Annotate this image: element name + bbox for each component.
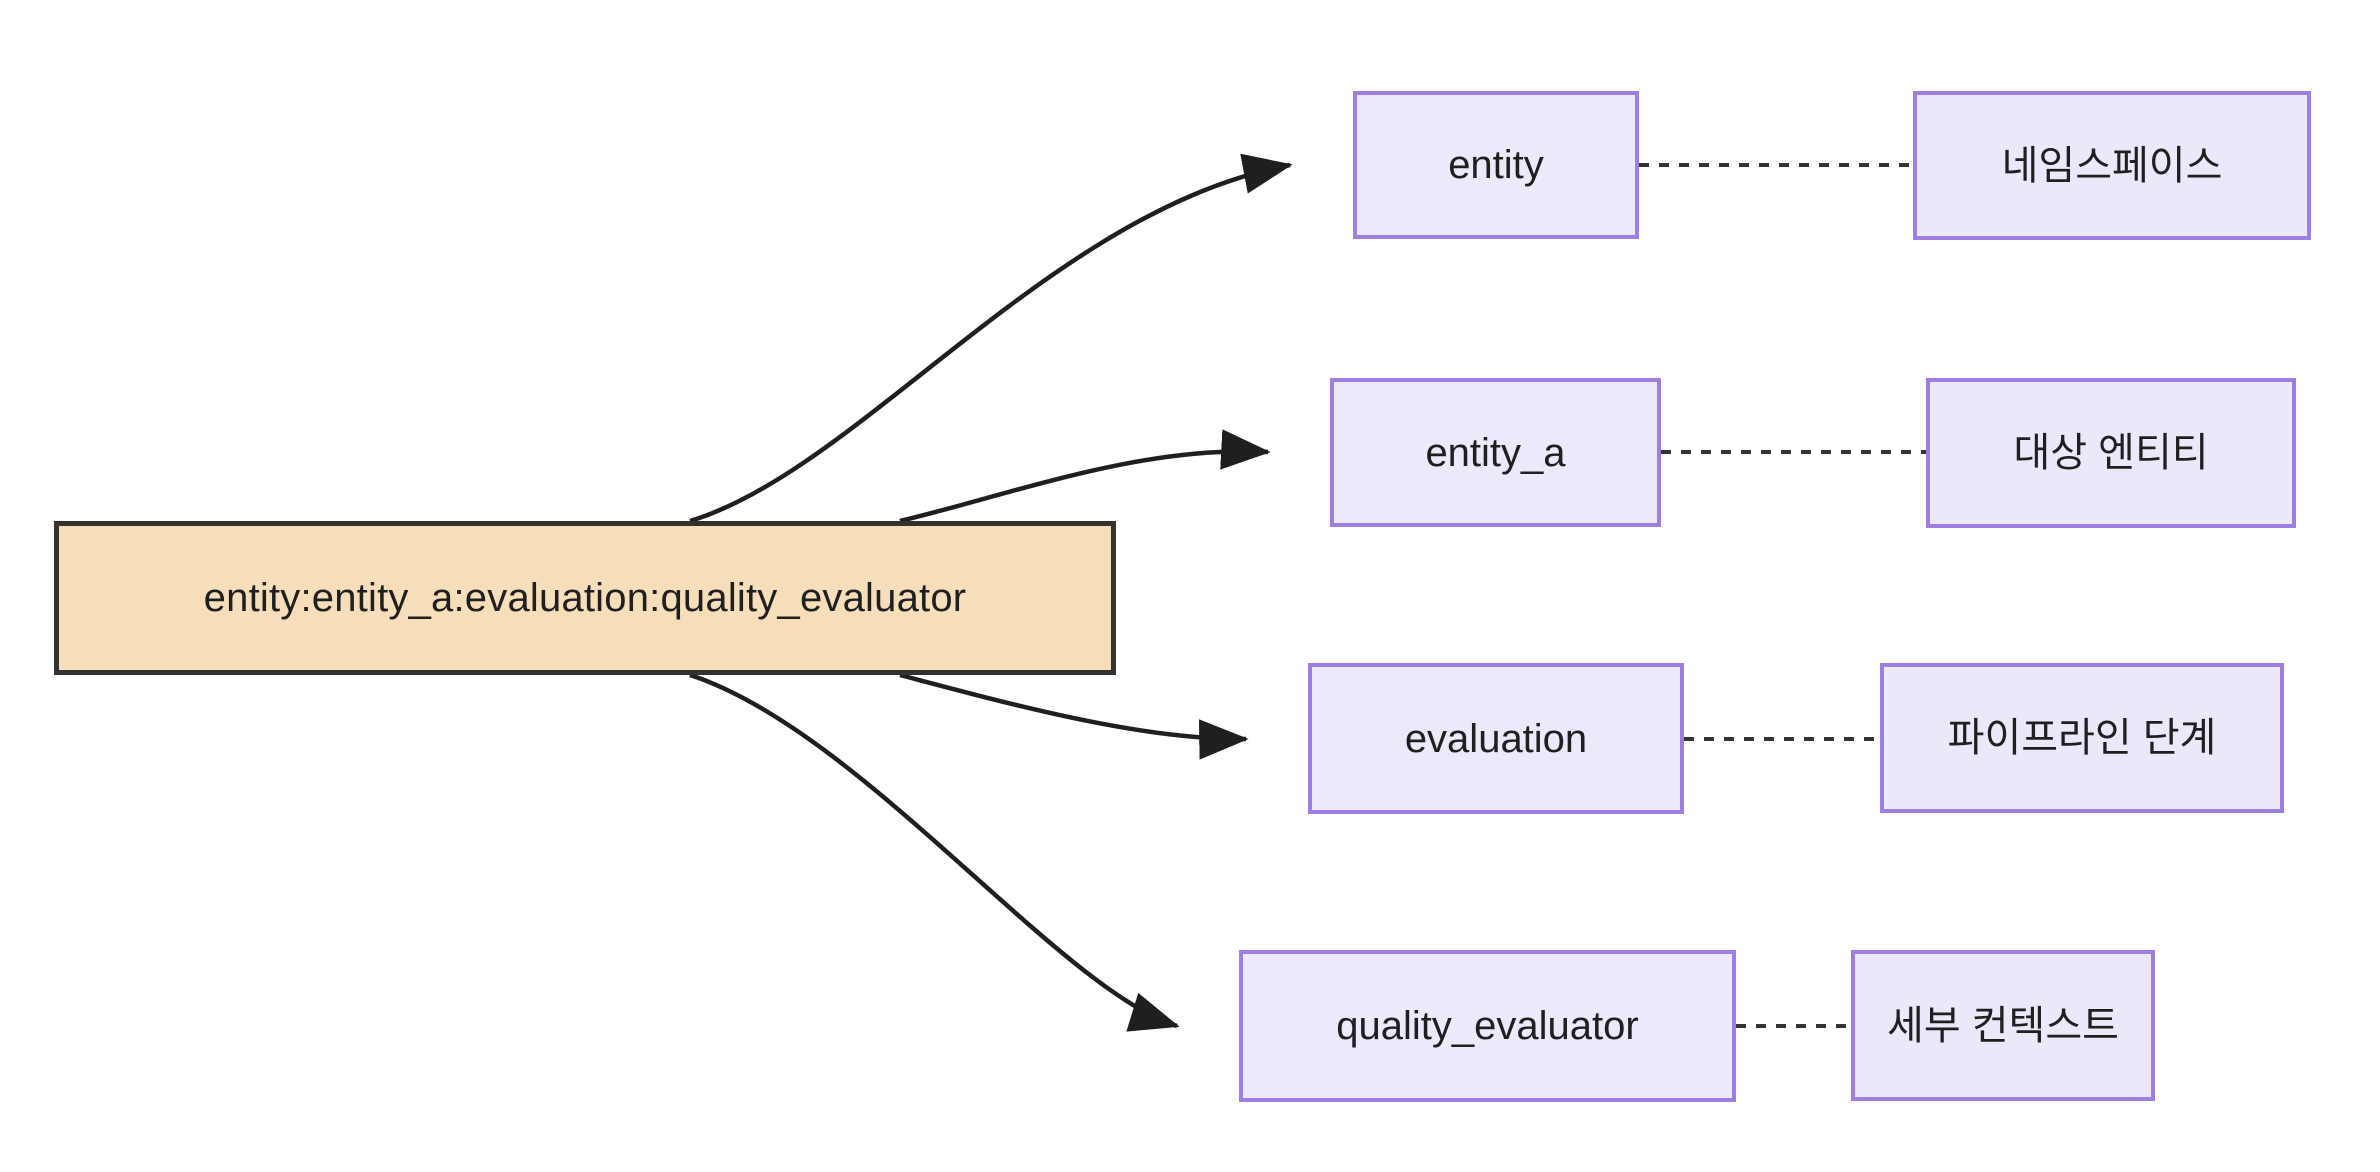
node-entity-description-label: 네임스페이스: [2001, 143, 2223, 188]
node-root-label: entity:entity_a:evaluation:quality_evalu…: [203, 576, 967, 620]
node-entity-a-description[interactable]: 대상 엔티티: [1926, 378, 2296, 528]
node-root-identifier[interactable]: entity:entity_a:evaluation:quality_evalu…: [54, 521, 1116, 675]
node-entity-a[interactable]: entity_a: [1330, 378, 1661, 527]
node-entity-description[interactable]: 네임스페이스: [1913, 91, 2311, 240]
node-quality-evaluator-label: quality_evaluator: [1336, 1004, 1639, 1048]
node-quality-evaluator[interactable]: quality_evaluator: [1239, 950, 1736, 1102]
node-evaluation-label: evaluation: [1404, 716, 1588, 761]
node-evaluation-description-label: 파이프라인 단계: [1947, 716, 2217, 760]
node-evaluation[interactable]: evaluation: [1308, 663, 1684, 814]
node-quality-evaluator-description[interactable]: 세부 컨텍스트: [1851, 950, 2155, 1101]
node-quality-evaluator-description-label: 세부 컨텍스트: [1887, 1003, 2119, 1048]
edge-root-to-evaluation: [899, 672, 1249, 760]
edge-root-to-entity-a: [899, 429, 1271, 524]
edge-root-to-quality-evaluator: [689, 672, 1180, 1032]
node-entity-a-label: entity_a: [1425, 430, 1566, 475]
node-entity[interactable]: entity: [1353, 91, 1639, 239]
node-evaluation-description[interactable]: 파이프라인 단계: [1880, 663, 2284, 813]
node-entity-label: entity: [1448, 143, 1544, 187]
node-entity-a-description-label: 대상 엔티티: [2013, 431, 2209, 475]
edge-root-to-entity: [689, 153, 1293, 524]
